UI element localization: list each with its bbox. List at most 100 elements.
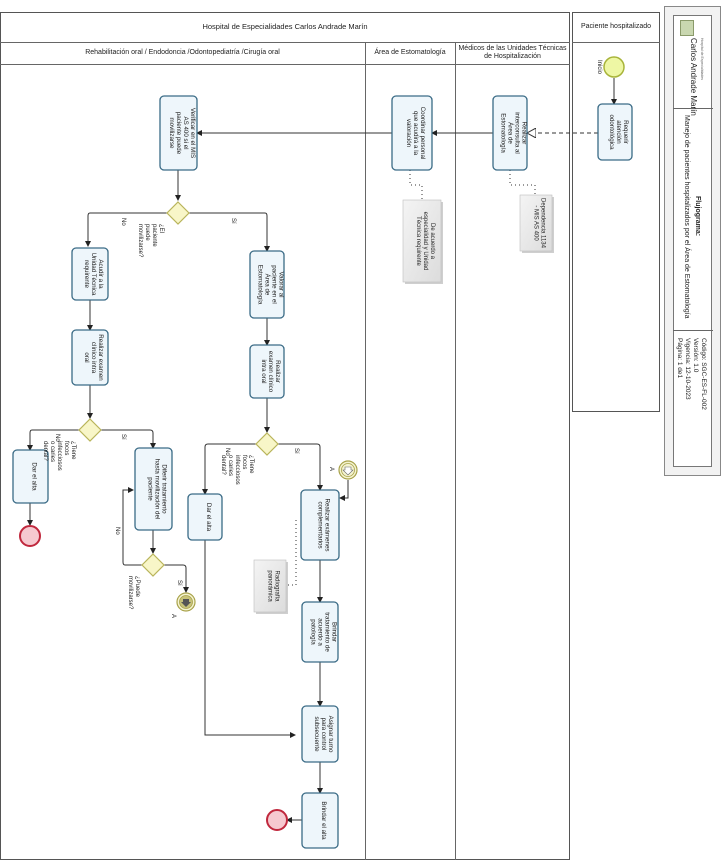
flow-label-si: Sí [293,448,299,454]
gateway-label: focos [241,455,247,469]
assoc-interconsulta-note [509,170,536,195]
title-block [664,6,721,476]
task-label: clínico intra [90,342,97,374]
note-label: especialidad y Unidad [422,212,428,271]
task-label: Verificar en el MIS [189,108,196,158]
task-label: requirente [83,260,90,288]
task-label: Realizar exámenes [324,499,331,552]
flow-gw-right-si [278,443,323,491]
note-label: panorámica [267,570,273,602]
lane-header-medicos: Médicos de las Unidades Técnicas de Hosp… [458,44,567,60]
task-label: Coordinar personal [419,107,426,160]
task-dar-alta-left: Dar el alta [12,449,49,504]
task-label: AS 400 si el [182,116,189,149]
flow-puedemov-si [164,564,189,593]
task-label: para control [320,718,327,751]
flow-puedemov-no [122,487,142,566]
flow-label-no: No [120,218,126,226]
task-label: Estomatología [500,113,507,153]
arrow-icon [342,466,354,476]
title-block-divider-1 [673,108,713,109]
note-label: - MIS AS 400 [533,205,539,241]
task-label: Realizar [521,122,528,145]
task-label: Realizar examen [97,334,104,381]
task-label: complementarios [317,501,324,548]
link-event-a-label: A [328,467,334,471]
task-label: paciente en el [271,265,278,304]
gateway-label: puede [144,224,150,241]
lane-header-rehabilitacion: Rehabilitación oral / Endodoncia /Odonto… [85,48,280,56]
task-label: interconsulta al [514,112,521,154]
task-label: examen clínico [267,351,274,393]
gateway-label: paciente [151,224,157,247]
pool-header-divider [0,42,570,43]
task-dar-alta-mid: Dar el alta [187,493,223,541]
link-event-a-catch [338,460,358,480]
flow-label-si: Sí [230,218,236,224]
patient-pool-divider [572,42,660,43]
task-label: hasta movilización del [154,459,161,520]
lane-divider-1 [365,42,366,860]
note-label: De acuerdo a [429,223,435,260]
flow-label-no: No [54,434,60,442]
lane-header-estomatologia: Área de Estomatología [374,48,446,56]
task-label: subsecuente [313,716,320,752]
flow-label-si: Sí [120,434,126,440]
task-label: Área de [264,274,271,296]
flow-gw-no [85,212,167,247]
task-label: Diferir tratamiento [161,464,168,514]
gateway-label: infecciosos [56,441,62,471]
title-block-frame [673,15,712,467]
task-label: Brindar [331,622,338,642]
task-label: atención [615,120,622,144]
title-block-divider-2 [673,330,713,331]
gateway-label: ¿Tiene [248,455,254,474]
assoc-coordinar-note [409,170,423,200]
lane-divider-2 [455,42,456,860]
task-label: Estomatología [257,265,264,305]
gateway-label: ¿Puede [134,576,140,598]
task-label: Dar el alta [205,503,212,532]
gateway-label: movilizarse? [137,224,143,258]
arrow-icon [181,599,191,607]
task-label: Valorar al [278,271,285,297]
flow-link-a-complementarios [339,480,349,501]
gateway-label: dental? [220,455,226,475]
task-label: oral [83,352,90,362]
gateway-label: movilizarse? [127,576,133,610]
task-label: Realizar [274,360,281,383]
flow-gw-si [189,212,270,252]
link-event-a-throw [176,592,196,612]
lane-header-divider [0,64,570,65]
gateway-label: ¿Tiene [70,441,76,460]
note-label: Radiografía [274,570,280,602]
task-label: valoración [405,119,412,148]
hospital-pool-title: Hospital de Especialidades Carlos Andrad… [202,21,368,31]
task-label: Acudir a la [97,259,104,289]
gateway-label: dental? [42,441,48,461]
patient-pool-title: Paciente hospitalizado [580,22,652,30]
start-event-label: Inicio [596,60,602,75]
patient-pool [572,12,660,412]
flow-label-no: No [114,527,120,535]
task-label: Asignar turno [327,716,334,753]
assoc-complementarios-note [288,520,297,586]
hospital-pool [0,12,570,860]
task-label: que acudirá a la [412,111,419,156]
flow-gw-left-si [101,429,156,449]
gateway-label: focos [63,441,69,455]
